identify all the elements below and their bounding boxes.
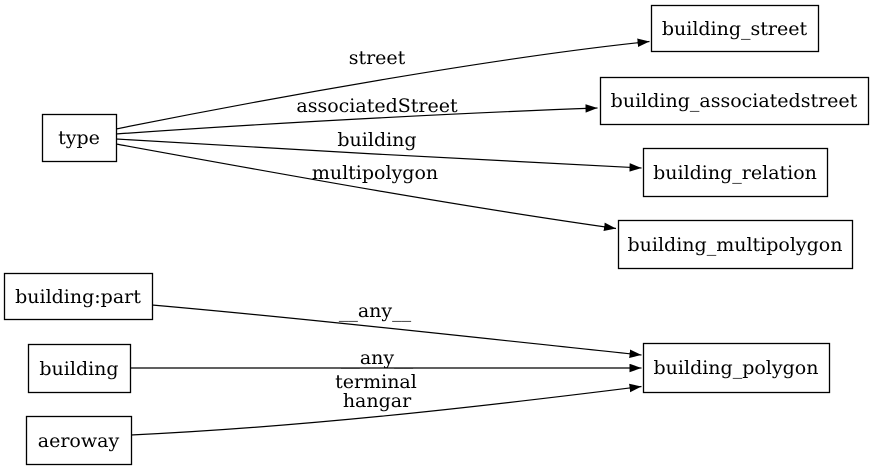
edge-label-group: street associatedStreet building multipo…	[296, 47, 458, 412]
node-label-building-multipolygon: building_multipolygon	[628, 234, 843, 256]
node-label-building-polygon: building_polygon	[654, 357, 819, 379]
edge-type-building-street	[115, 38, 650, 130]
edge-aeroway-building-polygon	[130, 383, 642, 436]
node-type: type	[41, 113, 118, 163]
node-building-relation: building_relation	[642, 147, 829, 198]
node-building-polygon: building_polygon	[642, 342, 831, 394]
node-building-multipolygon: building_multipolygon	[617, 219, 854, 270]
edge-label-building: building	[337, 129, 416, 151]
edge-buildingpart-building-polygon	[151, 304, 642, 358]
node-label-type: type	[58, 127, 100, 149]
node-label-building-associatedstreet: building_associatedstreet	[611, 90, 858, 112]
node-building-street: building_street	[650, 4, 820, 53]
node-label-aeroway: aeroway	[38, 430, 120, 452]
edge-label-street: street	[349, 47, 406, 69]
node-building-associatedstreet: building_associatedstreet	[599, 76, 870, 126]
edge-type-building-relation	[115, 138, 642, 172]
node-building: building	[27, 343, 132, 394]
node-label-building-relation: building_relation	[653, 162, 817, 184]
edge-label-any-2: __any__	[341, 347, 414, 369]
edge-label-multipolygon: multipolygon	[312, 162, 438, 184]
edge-label-any-1: __any__	[339, 300, 412, 322]
node-group: type building:part building aeroway buil…	[3, 4, 870, 466]
node-aeroway: aeroway	[25, 415, 133, 466]
edge-type-building-multipolygon	[115, 143, 617, 232]
node-label-building-street: building_street	[662, 18, 808, 40]
edge-type-building-associatedstreet	[115, 104, 598, 135]
edge-label-terminal: terminal	[335, 371, 417, 393]
edge-label-hangar: hangar	[343, 390, 412, 412]
node-building-part: building:part	[3, 272, 154, 321]
edge-label-associatedstreet: associatedStreet	[296, 95, 458, 117]
node-label-building: building	[39, 358, 118, 380]
edge-group	[115, 38, 650, 436]
node-label-building-part: building:part	[15, 286, 141, 308]
